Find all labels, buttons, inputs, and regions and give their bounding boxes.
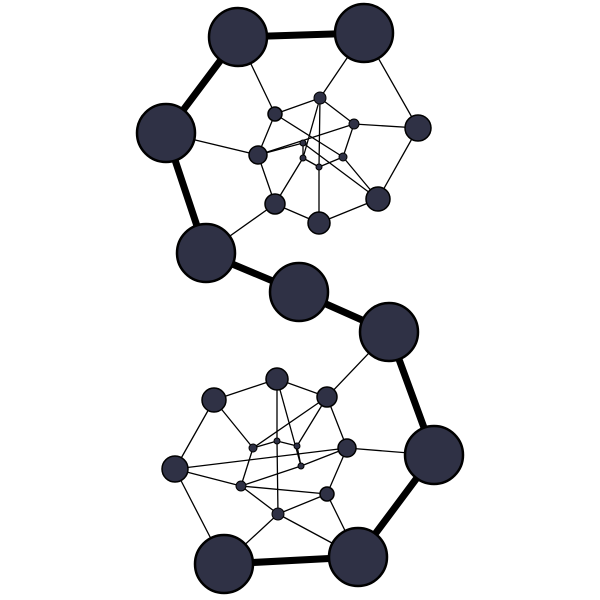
web-edge-B6-B7 (277, 493, 328, 515)
graph-node-b4 (316, 386, 338, 408)
graph-node-c8 (327, 526, 389, 588)
graph-node-b2 (161, 455, 189, 483)
graph-node-t2 (365, 186, 391, 212)
graph-node-b7 (271, 507, 285, 521)
web-edge-B8-B12 (240, 465, 302, 487)
graph-node-c3 (135, 102, 197, 164)
graph-node-b5 (337, 438, 357, 458)
graph-node-c5 (268, 261, 330, 323)
graph-node-c1 (207, 6, 269, 68)
web-edge-B2-B5 (174, 447, 348, 470)
web-edge-T6-T7 (274, 97, 321, 115)
graph-node-t6 (267, 106, 283, 122)
graph-node-t8 (348, 118, 360, 130)
graph-node-c7 (403, 424, 465, 486)
graph-node-c4 (175, 222, 237, 284)
web-edge-T8-T9 (342, 123, 355, 158)
graph-node-b1 (201, 387, 227, 413)
web-edge-T10-T7 (318, 97, 321, 168)
web-edge-T7-T11 (302, 97, 321, 159)
graph-node-t1 (404, 114, 432, 142)
graph-node-b11 (293, 442, 301, 450)
graph-node-b9 (248, 443, 258, 453)
web-edge-T7-T8 (319, 97, 355, 125)
web-edge-B6-B8 (240, 485, 328, 495)
graph-node-b12 (297, 462, 305, 470)
web-edge-T6-T9 (274, 113, 344, 158)
graph-node-b6 (319, 486, 335, 502)
graph-node-c6 (358, 301, 420, 363)
graph-node-b10 (273, 437, 281, 445)
web-edge-B3-B12 (276, 378, 302, 467)
web-edge-T12-T2 (302, 142, 379, 200)
web-edge-T5-T8 (257, 123, 355, 156)
graph-node-t12 (299, 139, 307, 147)
graph-node-b8 (235, 480, 247, 492)
graph-node-t5 (248, 145, 268, 165)
graph-node-t10 (315, 163, 323, 171)
graph-node-t11 (299, 154, 307, 162)
web-edge-B7-B8 (240, 485, 279, 515)
graph-node-t7 (313, 91, 327, 105)
web-edge-B7-B10 (276, 440, 279, 515)
graph-node-t3 (307, 211, 331, 235)
web-edge-B9-B4 (252, 396, 328, 449)
graph-node-t9 (338, 152, 348, 162)
graph-node-c2 (333, 2, 395, 64)
graph-node-b3 (265, 367, 289, 391)
graph-node-t4 (264, 193, 286, 215)
graph-node-c9 (193, 533, 255, 595)
web-edge-B8-B9 (240, 447, 254, 487)
